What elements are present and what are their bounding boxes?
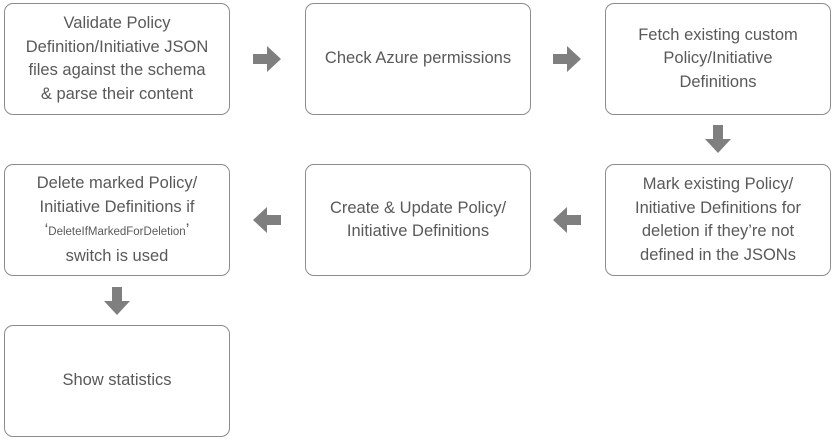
- open-quote: ‘: [44, 221, 49, 239]
- step-validate-line-2: Definition/Initiative JSON: [25, 37, 209, 56]
- step-stats-line-1: Show statistics: [62, 371, 172, 390]
- step-mark-line-2: Initiative Definitions for: [635, 198, 801, 217]
- arrow-down-icon: [705, 125, 731, 153]
- step-fetch-line-1: Fetch existing custom: [638, 25, 798, 44]
- close-quote: ’: [185, 221, 190, 239]
- step-validate-line-1: Validate Policy: [63, 14, 171, 32]
- arrow-left-icon: [253, 207, 281, 233]
- arrow-right-icon: [553, 46, 581, 72]
- step-fetch-definitions-box: Fetch existing custom Policy/Initiative …: [605, 3, 831, 115]
- step-permissions-text: Check Azure permissions: [325, 47, 511, 71]
- step-show-statistics-box: Show statistics: [4, 325, 230, 437]
- step-validate-line-3: files against the schema: [28, 61, 206, 79]
- step-check-permissions-box: Check Azure permissions: [305, 3, 531, 115]
- step-delete-text: Delete marked Policy/ Initiative Definit…: [37, 172, 197, 268]
- step-mark-line-1: Mark existing Policy/: [642, 175, 794, 193]
- step-delete-line-4: switch is used: [65, 246, 169, 265]
- step-mark-line-3: deletion if they’re not: [641, 222, 795, 240]
- step-validate-json-box: Validate Policy Definition/Initiative JS…: [4, 3, 230, 115]
- step-mark-text: Mark existing Policy/ Initiative Definit…: [635, 173, 801, 267]
- step-mark-line-4: defined in the JSONs: [640, 245, 796, 264]
- step-validate-line-4: & parse their content: [40, 84, 194, 103]
- step-delete-line-3: ‘DeleteIfMarkedForDeletion’: [37, 219, 197, 245]
- step-permissions-line-1: Check Azure permissions: [324, 49, 512, 68]
- step-delete-line-1: Delete marked Policy/: [36, 174, 198, 192]
- step-create-line-2: Initiative Definitions: [346, 222, 490, 240]
- arrow-right-icon: [253, 46, 281, 72]
- step-create-update-box: Create & Update Policy/ Initiative Defin…: [305, 164, 531, 276]
- step-fetch-line-3: Definitions: [679, 72, 757, 91]
- step-stats-text: Show statistics: [62, 369, 171, 393]
- step-create-line-1: Create & Update Policy/: [329, 198, 507, 217]
- step-delete-marked-box: Delete marked Policy/ Initiative Definit…: [4, 164, 230, 276]
- arrow-left-icon: [553, 207, 581, 233]
- delete-switch-name: DeleteIfMarkedForDeletion: [48, 226, 186, 238]
- step-fetch-line-2: Policy/Initiative: [663, 49, 773, 68]
- step-mark-for-deletion-box: Mark existing Policy/ Initiative Definit…: [605, 164, 831, 276]
- step-delete-line-2: Initiative Definitions if: [39, 197, 195, 216]
- step-create-text: Create & Update Policy/ Initiative Defin…: [330, 197, 506, 244]
- arrow-down-icon: [104, 287, 130, 315]
- step-fetch-text: Fetch existing custom Policy/Initiative …: [638, 24, 798, 95]
- step-validate-text: Validate Policy Definition/Initiative JS…: [26, 12, 209, 106]
